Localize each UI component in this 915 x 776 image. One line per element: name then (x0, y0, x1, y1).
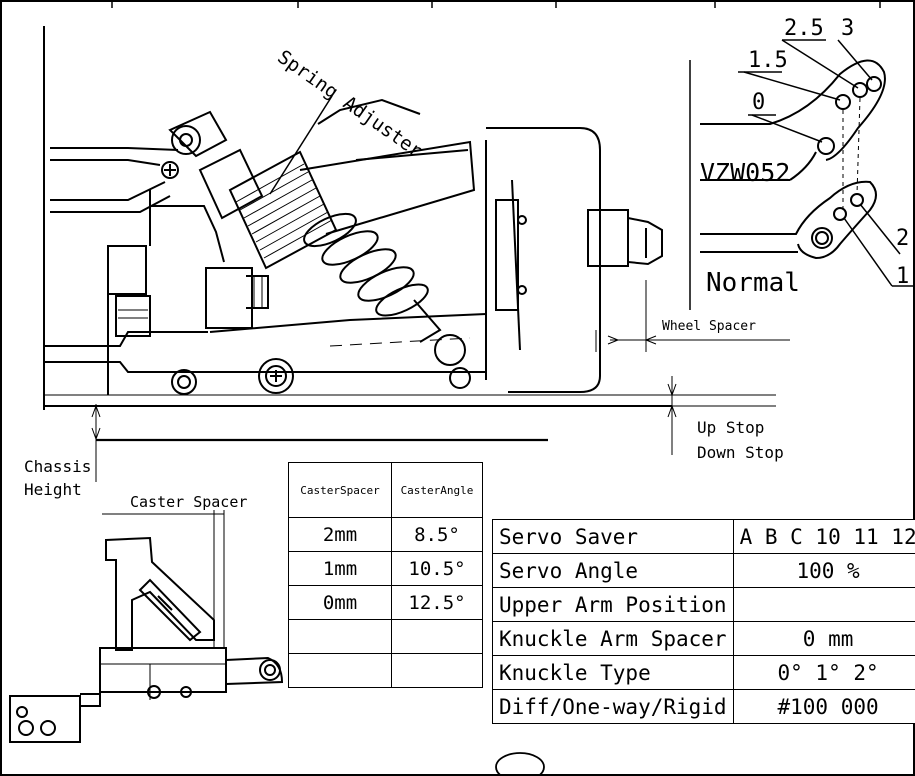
wheel-spacer-dimension (595, 280, 790, 352)
setting-value (732, 587, 915, 622)
down-stop-label: Down Stop (697, 443, 784, 462)
caster-cell (288, 653, 392, 688)
table-row: Knuckle Type 0° 1° 2° (492, 655, 915, 690)
caster-cell (391, 653, 483, 688)
setting-value: #100 000 (732, 689, 915, 724)
setting-label: Knuckle Type (492, 655, 734, 690)
chassis-lines (43, 26, 776, 482)
setting-value: A B C 10 11 12 (732, 519, 915, 554)
diff-type-selected-mark (495, 752, 545, 776)
hole-label-1: 1 (896, 264, 910, 289)
spring-adjuster-threads (235, 163, 333, 259)
setting-label: Knuckle Arm Spacer (492, 621, 734, 656)
chassis-label: Chassis (24, 457, 92, 476)
caster-cell: 2mm (288, 517, 392, 552)
hole-label-1-5: 1.5 (748, 48, 788, 73)
upper-arm (50, 98, 421, 213)
caster-cell (288, 619, 392, 654)
caster-cell: 12.5° (391, 585, 483, 620)
setting-label: Diff/One-way/Rigid (492, 689, 734, 724)
table-row: Servo Saver A B C 10 11 12 (492, 519, 915, 554)
caster-spacer-label: Caster Spacer (130, 493, 248, 511)
table-row: 0mm 12.5° (288, 585, 483, 620)
hole-label-2-5: 2.5 (784, 16, 824, 41)
caster-cell (391, 619, 483, 654)
table-row (288, 653, 483, 688)
hole-leaders (738, 39, 914, 287)
arm-model-label: VZW052 (700, 158, 791, 187)
caster-cell: 0mm (288, 585, 392, 620)
table-row: Upper Arm Position (492, 587, 915, 622)
caster-block-drawing (9, 510, 284, 743)
caster-cell: 8.5° (391, 517, 483, 552)
hole-label-0: 0 (752, 90, 766, 115)
setting-value: 0 mm (732, 621, 915, 656)
lower-arm (44, 313, 487, 395)
caster-cell: 10.5° (391, 551, 483, 586)
setting-label: Servo Angle (492, 553, 734, 588)
settings-table: Servo Saver A B C 10 11 12 Servo Angle 1… (492, 519, 915, 724)
wheel-spacer-label: Wheel Spacer (662, 319, 756, 334)
spring-adjuster-leader (269, 95, 333, 195)
hole-label-2: 2 (896, 226, 910, 251)
table-row: 2mm 8.5° (288, 517, 483, 552)
table-row (288, 619, 483, 654)
caster-header-spacer: CasterSpacer (288, 462, 392, 518)
up-stop-label: Up Stop (697, 418, 765, 437)
table-row: Knuckle Arm Spacer 0 mm (492, 621, 915, 656)
hub-assembly (485, 127, 663, 393)
setting-label: Servo Saver (492, 519, 734, 554)
table-row: 1mm 10.5° (288, 551, 483, 586)
bulkhead (107, 190, 269, 395)
caster-header-angle: CasterAngle (391, 462, 483, 518)
setting-value: 100 % (732, 553, 915, 588)
arm-hole-detail (689, 59, 886, 310)
setting-label: Upper Arm Position (492, 587, 734, 622)
title-block-lines (111, 1, 881, 8)
table-row: Servo Angle 100 % (492, 553, 915, 588)
setting-value: 0° 1° 2° (732, 655, 915, 690)
height-label: Height (24, 480, 82, 499)
spring-coils (303, 212, 429, 317)
table-row: Diff/One-way/Rigid #100 000 (492, 689, 915, 724)
normal-label: Normal (706, 268, 800, 298)
caster-table: CasterSpacer CasterAngle 2mm 8.5° 1mm 10… (288, 462, 483, 688)
shock-absorber (198, 140, 476, 366)
caster-cell: 1mm (288, 551, 392, 586)
hole-label-3: 3 (841, 16, 855, 41)
